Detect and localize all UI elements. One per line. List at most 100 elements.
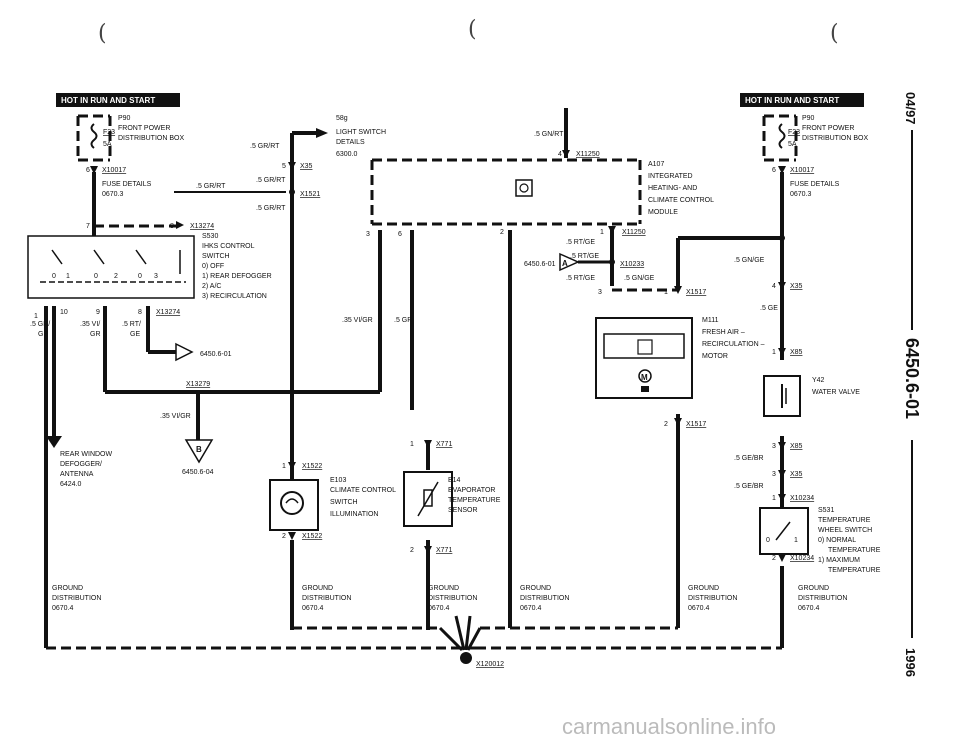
p90-right-l1: FRONT POWER: [802, 125, 854, 132]
pin-label: 3: [366, 231, 370, 238]
hot-banner-right-text: HOT IN RUN AND START: [745, 96, 839, 105]
arrow-down-icon: [46, 436, 62, 448]
ground-label: DISTRIBUTION: [52, 595, 101, 602]
paren-mark: (: [98, 21, 107, 46]
connector-ref: 6450.6-04: [182, 469, 214, 476]
wire-label: .5 RT/: [122, 321, 141, 328]
motor-m: M: [641, 373, 648, 382]
e103-line: SWITCH: [330, 499, 358, 506]
pin-label: 9: [96, 309, 100, 316]
p90-left: P90: [118, 115, 131, 122]
connector-label: X771: [436, 441, 452, 448]
wire-label: .5 GE/BR: [734, 455, 764, 462]
fuse-details-left: FUSE DETAILS: [102, 181, 152, 188]
pin-label: 10: [60, 309, 68, 316]
connector-b-icon: [184, 439, 214, 464]
ground-point: [460, 652, 472, 664]
ground-label: 0670.4: [688, 605, 710, 612]
pin-label: 2: [282, 533, 286, 540]
pin-label: 6: [772, 167, 776, 174]
connector-ref: 6450.6-01: [200, 351, 232, 358]
switch-pos: 0: [94, 273, 98, 280]
splice-dot: [289, 189, 295, 195]
side-code: 6450.6-01: [902, 338, 922, 419]
s531-line: WHEEL SWITCH: [818, 527, 872, 534]
y42-line: WATER VALVE: [812, 389, 860, 396]
s531-line: 1) MAXIMUM: [818, 557, 860, 564]
connector-label: X13279: [186, 381, 210, 388]
connector-label: X1517: [686, 421, 706, 428]
wire-label: .5 GR: [394, 317, 412, 324]
motor-base: [641, 386, 649, 392]
e103-box: [269, 479, 319, 531]
connector-arrow-icon: [778, 554, 786, 562]
wire-label: .5 RT/GE: [566, 239, 595, 246]
m111-line: FRESH AIR –: [702, 329, 745, 336]
connector-arrow-icon: [424, 440, 432, 448]
pin-label: 6: [398, 231, 402, 238]
hot-banner-right: [740, 93, 864, 107]
switch-pos: 0: [138, 273, 142, 280]
fuse-amp-right: 5A: [788, 141, 797, 148]
connector-arrow-icon: [674, 418, 682, 426]
connector-arrow-icon: [778, 494, 786, 502]
e103-line: CLIMATE CONTROL: [330, 487, 396, 494]
connector-arrow-icon: [778, 442, 786, 450]
connector-arrow-icon: [778, 470, 786, 478]
connector-label: X771: [436, 547, 452, 554]
switch-icon: [775, 521, 791, 541]
ground-label: GROUND: [52, 585, 83, 592]
connector-label: X1517: [686, 289, 706, 296]
s530-line: 3) RECIRCULATION: [202, 293, 267, 300]
s530-switch-box: [27, 235, 195, 299]
s531-line: TEMPERATURE: [818, 517, 871, 524]
connector-a-icon: [559, 252, 580, 272]
connector-label: X10234: [790, 495, 814, 502]
ground-bus: [46, 114, 798, 650]
rear-defogger-line: 6424.0: [60, 481, 82, 488]
wire-label: .35 VI/GR: [342, 317, 373, 324]
fuse-ref-left: 0670.3: [102, 191, 124, 198]
rear-defogger-line: ANTENNA: [60, 471, 94, 478]
ground-label: DISTRIBUTION: [798, 595, 847, 602]
pin-label: 4: [558, 151, 562, 158]
wire-label: .5 GR/RT: [250, 143, 280, 150]
fuse-id-left: F23: [103, 129, 115, 136]
s531-id: S531: [818, 507, 834, 514]
rear-defogger-line: DEFOGGER/: [60, 461, 102, 468]
pin-label: 2: [772, 555, 776, 562]
s531-line: 0) NORMAL: [818, 537, 856, 544]
lamp-icon: [280, 491, 304, 515]
pin-label: 8: [170, 223, 174, 230]
wire-label: GR: [90, 331, 101, 338]
p90-left-l1: FRONT POWER: [118, 125, 170, 132]
connector-arrow-icon: [176, 221, 184, 229]
pin-label: 3: [772, 443, 776, 450]
e103-line: ILLUMINATION: [330, 511, 379, 518]
connector-arrow-icon: [674, 286, 682, 294]
m111-id: M111: [702, 317, 719, 324]
ground-fan: [438, 615, 482, 652]
wire-label: .5 GN/GE: [624, 275, 655, 282]
fuse-ref-right: 0670.3: [790, 191, 812, 198]
pin-label: 1: [34, 313, 38, 320]
ground-label: GROUND: [798, 585, 829, 592]
wire-label: .5 GR/RT: [256, 205, 286, 212]
hot-banner-left: [56, 93, 180, 107]
b14-line: SENSOR: [448, 507, 478, 514]
e103-id: E103: [330, 477, 346, 484]
wire-label: .5 RT/GE: [566, 275, 595, 282]
s530-id: S530: [202, 233, 218, 240]
switch-pos: 1: [66, 273, 70, 280]
connector-a-icon: [175, 342, 194, 362]
connector-arrow-icon: [288, 162, 296, 170]
b14-line: TEMPERATURE: [448, 497, 501, 504]
connector-label: X13274: [190, 223, 214, 230]
light-switch-line: 6300.0: [336, 151, 358, 158]
pin-label: 2: [500, 229, 504, 236]
wire-label: .35 VI/GR: [160, 413, 191, 420]
pin-label: 2: [410, 547, 414, 554]
wire-label: .5 GR/: [30, 321, 50, 328]
connector-label: X35: [300, 163, 313, 170]
connector-arrow-icon: [316, 128, 328, 138]
